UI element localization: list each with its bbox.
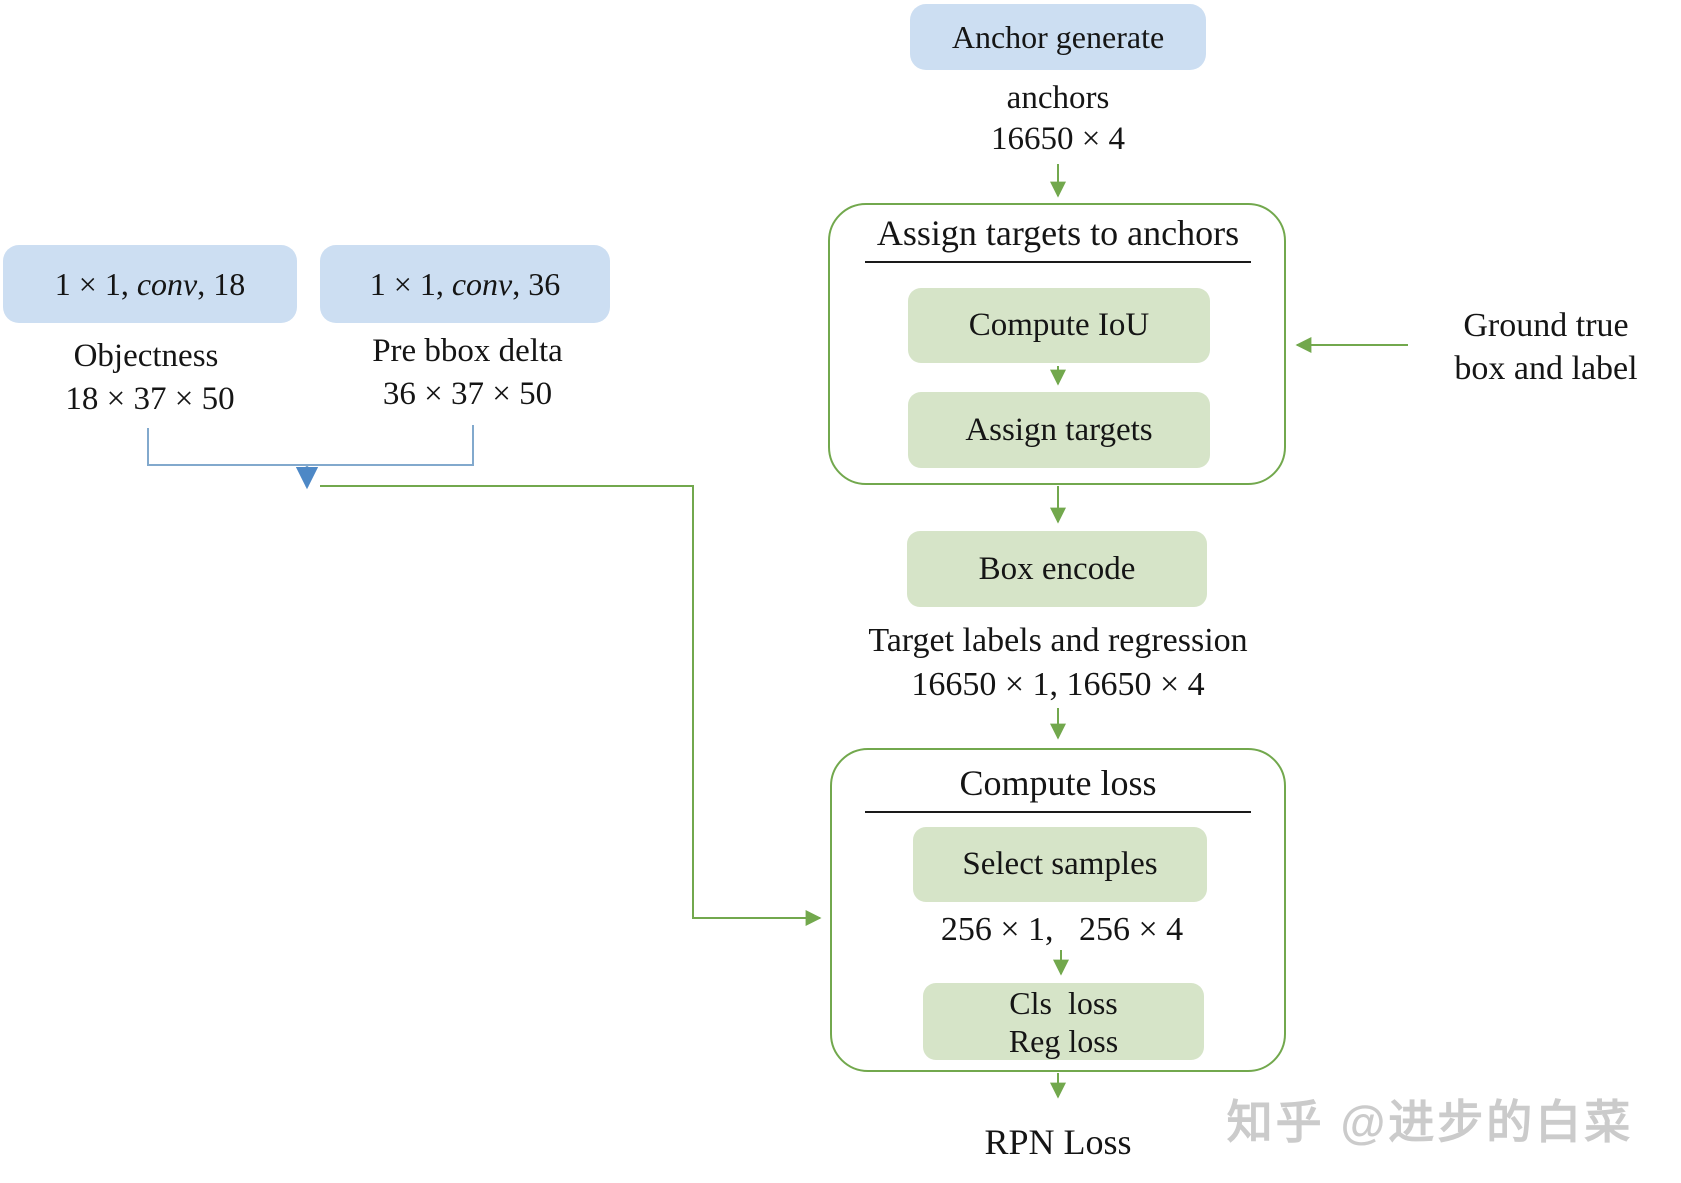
conv-1x1-18-label: 1 × 1, conv, 18 bbox=[55, 266, 245, 303]
compute-loss-title: Compute loss bbox=[865, 762, 1251, 813]
cls-reg-loss-box: Cls loss Reg loss bbox=[923, 983, 1204, 1060]
reg-loss-label: Reg loss bbox=[1008, 1022, 1119, 1059]
anchors-dim: 16650 × 4 bbox=[990, 121, 1126, 157]
assign-targets-container bbox=[828, 203, 1286, 485]
connector-conv-merge-bracket bbox=[147, 425, 474, 466]
select-samples-label: Select samples bbox=[962, 846, 1158, 882]
zhihu-watermark: 知乎 @进步的白菜 bbox=[1226, 1096, 1634, 1148]
box-encode-box: Box encode bbox=[907, 531, 1207, 607]
objectness-label: Objectness bbox=[73, 338, 219, 374]
assign-container-title: Assign targets to anchors bbox=[865, 212, 1251, 263]
pre-bbox-delta-dim: 36 × 37 × 50 bbox=[382, 376, 553, 412]
objectness-dim: 18 × 37 × 50 bbox=[65, 381, 235, 417]
assign-targets-label: Assign targets bbox=[965, 411, 1153, 448]
target-labels-text: Target labels and regression bbox=[868, 622, 1248, 659]
conv-1x1-36-box: 1 × 1, conv, 36 bbox=[320, 245, 610, 323]
box-encode-label: Box encode bbox=[978, 550, 1136, 587]
anchors-label: anchors bbox=[1006, 80, 1110, 116]
cls-loss-label: Cls loss bbox=[1009, 984, 1118, 1021]
ground-truth-line1: Ground true bbox=[1463, 307, 1629, 344]
conv-1x1-18-box: 1 × 1, conv, 18 bbox=[3, 245, 297, 323]
compute-loss-container bbox=[830, 748, 1286, 1072]
conv-1x1-36-label: 1 × 1, conv, 36 bbox=[370, 266, 560, 303]
rpn-loss-label: RPN Loss bbox=[984, 1122, 1132, 1162]
target-dims-text: 16650 × 1, 16650 × 4 bbox=[911, 666, 1205, 703]
anchor-generate-label: Anchor generate bbox=[951, 18, 1165, 55]
ground-truth-label: Ground true box and label bbox=[1400, 304, 1681, 390]
ground-truth-line2: box and label bbox=[1454, 350, 1638, 387]
assign-targets-box: Assign targets bbox=[908, 392, 1210, 468]
compute-iou-label: Compute IoU bbox=[968, 307, 1150, 343]
conv36-conv: conv bbox=[451, 265, 513, 302]
compute-iou-box: Compute IoU bbox=[908, 288, 1210, 363]
anchor-generate-box: Anchor generate bbox=[910, 4, 1206, 70]
conv18-conv: conv bbox=[136, 265, 198, 302]
conv36-post: , 36 bbox=[512, 265, 561, 302]
sample-dims-text: 256 × 1, 256 × 4 bbox=[940, 911, 1184, 948]
pre-bbox-delta-label: Pre bbox delta bbox=[372, 333, 563, 369]
connector-conv-to-computeloss bbox=[320, 485, 822, 926]
conv18-pre: 1 × 1, bbox=[54, 265, 137, 302]
conv36-pre: 1 × 1, bbox=[369, 265, 452, 302]
conv18-post: , 18 bbox=[197, 265, 246, 302]
select-samples-box: Select samples bbox=[913, 827, 1207, 902]
